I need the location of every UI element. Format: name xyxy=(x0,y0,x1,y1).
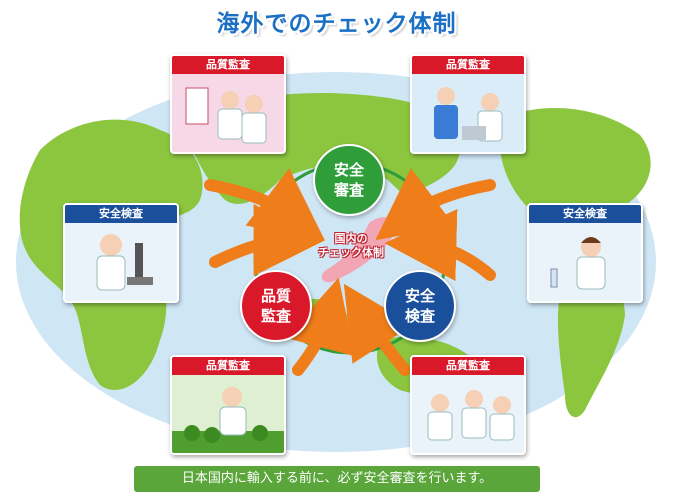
illustration-meeting xyxy=(412,375,524,453)
bubble-quality-audit: 品質 監査 xyxy=(240,270,312,342)
farm-inspector-icon xyxy=(172,387,284,453)
bubble-label: 品質 監査 xyxy=(260,287,291,325)
illustration-factory-inspection xyxy=(412,74,524,152)
card-label: 安全検査 xyxy=(529,205,641,223)
footer-banner: 日本国内に輸入する前に、必ず安全審査を行います。 xyxy=(134,466,540,492)
illustration-microscope xyxy=(65,223,177,301)
card-quality-audit-bottom-left: 品質監査 xyxy=(170,355,286,455)
arrow-mid-left xyxy=(209,204,326,277)
card-safety-inspection-mid-left: 安全検査 xyxy=(63,203,179,303)
card-quality-audit-top-left: 品質監査 xyxy=(170,54,286,154)
bubble-label: 安全 検査 xyxy=(404,287,435,325)
card-label: 品質監査 xyxy=(172,357,284,375)
lab-technician-icon xyxy=(550,237,606,290)
card-label: 品質監査 xyxy=(412,357,524,375)
factory-inspector-icon xyxy=(434,87,503,142)
bubble-label: 安全 審査 xyxy=(333,161,364,199)
card-label: 安全検査 xyxy=(65,205,177,223)
card-safety-inspection-mid-right: 安全検査 xyxy=(527,203,643,303)
arrow-bottom-right xyxy=(343,283,414,376)
bubble-safety-inspection: 安全 検査 xyxy=(384,270,456,342)
microscope-scientist-icon xyxy=(96,234,153,291)
card-quality-audit-top-right: 品質監査 xyxy=(410,54,526,154)
illustration-lab-staff xyxy=(172,74,284,152)
illustration-lab-test xyxy=(529,223,641,301)
arrow-mid-right xyxy=(384,209,496,282)
bubble-safety-review: 安全 審査 xyxy=(313,144,385,216)
japan-check-label: 国内の チェック体制 xyxy=(318,232,384,259)
meeting-staff-icon xyxy=(427,390,515,441)
illustration-farm xyxy=(172,375,284,453)
page-title: 海外でのチェック体制 xyxy=(216,11,457,37)
card-label: 品質監査 xyxy=(172,56,284,74)
arrows xyxy=(204,168,496,376)
card-quality-audit-bottom-right: 品質監査 xyxy=(410,355,526,455)
lab-staff-icon xyxy=(185,87,267,144)
arrow-bottom-left xyxy=(285,277,355,376)
card-label: 品質監査 xyxy=(412,56,524,74)
